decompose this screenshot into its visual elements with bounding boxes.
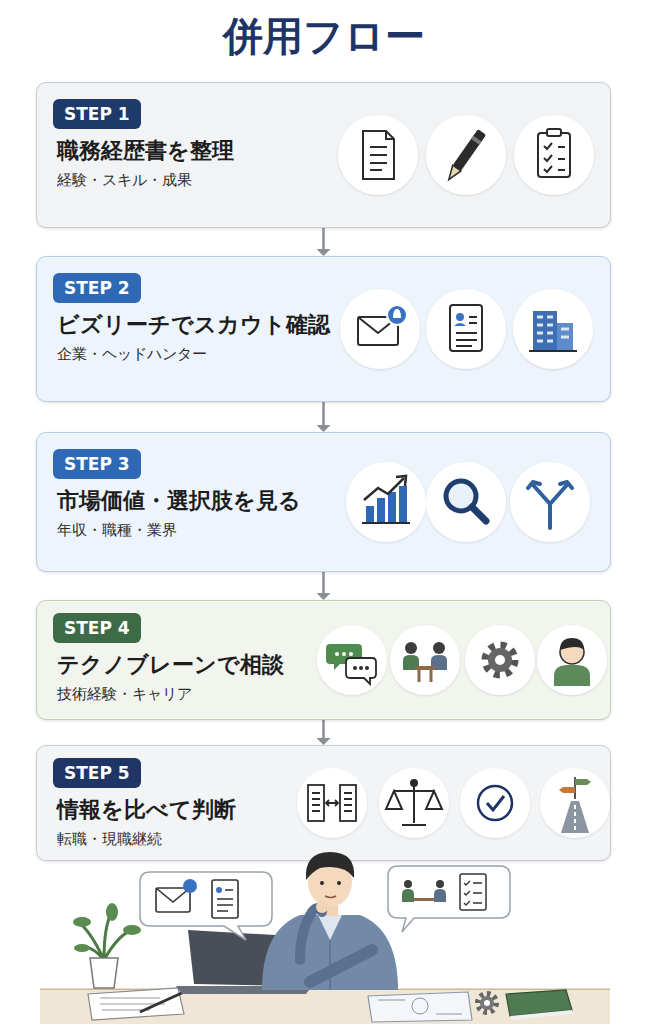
step-heading: 職務経歴書を整理: [57, 137, 234, 165]
step-label: STEP 5: [64, 762, 130, 784]
title: 併用フロー: [0, 8, 647, 64]
step-label: STEP 1: [64, 103, 130, 125]
text-group: 情報を比べて判断転職・現職継続: [57, 796, 236, 850]
step-label: STEP 2: [64, 277, 130, 299]
step-badge: STEP 4: [53, 613, 141, 643]
text-group: 職務経歴書を整理経験・スキル・成果: [57, 137, 234, 191]
step-badge: STEP 3: [53, 449, 141, 479]
step-heading: ビズリーチでスカウト確認: [57, 311, 330, 339]
step-label: STEP 4: [64, 617, 130, 639]
step-heading: テクノブレーンで相談: [57, 651, 284, 679]
step-detail: 企業・ヘッドハンター: [57, 343, 330, 365]
text-group: テクノブレーンで相談技術経験・キャリア: [57, 651, 284, 705]
step-detail: 技術経験・キャリア: [57, 683, 284, 705]
flow-arrow: [317, 720, 331, 745]
step-badge: STEP 2: [53, 273, 141, 303]
step-detail: 年収・職種・業界: [57, 519, 301, 541]
step-detail: 経験・スキル・成果: [57, 169, 234, 191]
step-heading: 情報を比べて判断: [57, 796, 236, 824]
flow-arrow: [317, 228, 331, 256]
flow-arrow: [317, 402, 331, 432]
step-badge: STEP 5: [53, 758, 141, 788]
text-group: 市場価値・選択肢を見る年収・職種・業界: [57, 487, 301, 541]
step-label: STEP 3: [64, 453, 130, 475]
step-badge: STEP 1: [53, 99, 141, 129]
step-detail: 転職・現職継続: [57, 828, 236, 850]
text-group: ビズリーチでスカウト確認企業・ヘッドハンター: [57, 311, 330, 365]
step-heading: 市場価値・選択肢を見る: [57, 487, 301, 515]
flow-arrow: [317, 572, 331, 600]
